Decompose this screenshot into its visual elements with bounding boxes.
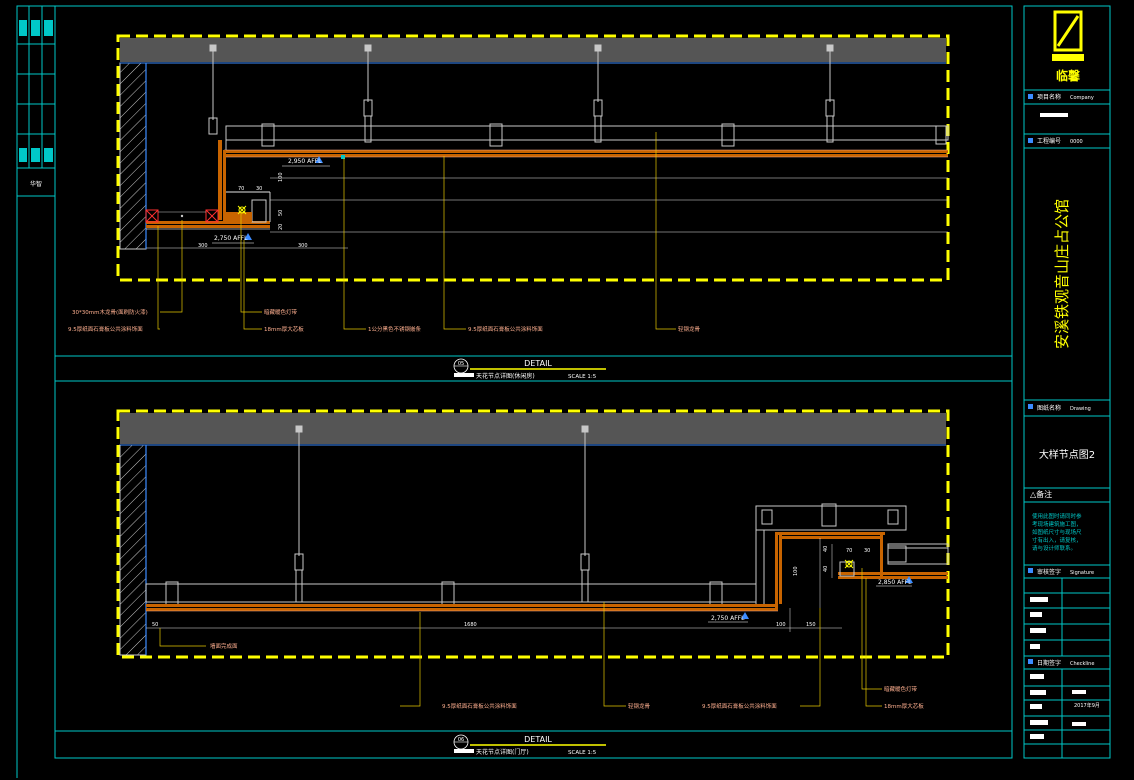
company-tag: Company <box>1070 95 1094 101</box>
detail-scale: SCALE 1:5 <box>568 374 597 380</box>
detail-bottom-levels: 2,850 AFFL 2,750 AFFL <box>708 576 913 623</box>
dim: 40 <box>823 566 829 572</box>
callout: 轻钢龙骨 <box>628 702 651 710</box>
dim: 20 <box>278 224 284 230</box>
detail-scale: SCALE 1:5 <box>568 750 597 756</box>
detail-top-hangers <box>208 44 835 143</box>
detail-bottom-slab <box>120 413 946 444</box>
sig2-tag: Checkline <box>1070 661 1094 667</box>
dim: 150 <box>806 622 816 628</box>
dim: 30 <box>256 186 262 192</box>
detail-number: 05 <box>458 361 464 367</box>
detail-bottom-hangers <box>294 425 590 603</box>
level-upper: 2,950 AFFL <box>288 158 322 165</box>
sidebar-logo-text: 华智 <box>30 180 42 188</box>
callout: 9.5厚纸面石膏板公共涂料饰面 <box>442 702 517 710</box>
left-strip <box>16 5 56 778</box>
detail-title: 天花节点详图(休闲房) <box>476 372 535 380</box>
detail-top-timber <box>145 209 219 223</box>
detail-bottom-boundary <box>116 409 950 659</box>
company-label: 项目名称 <box>1037 93 1061 101</box>
detail-top-dimensions: 70 30 100 50 20 300 300 <box>198 172 308 249</box>
notes-line: 请与设计师联系。 <box>1032 544 1076 552</box>
dim: 300 <box>298 243 308 249</box>
brand-logo <box>1052 10 1084 61</box>
date-value: 2017年9月 <box>1074 702 1100 709</box>
notes-text: 使用此图时请同时参 考现场建筑施工图， 如图纸尺寸与现场尺 寸有出入，请复核， … <box>1032 512 1082 552</box>
detail-bottom-title: 06 DETAIL 天花节点详图(门厅) SCALE 1:5 <box>453 734 606 756</box>
dim: 50 <box>152 622 158 628</box>
callout: 1公分黑色不锈钢嵌条 <box>368 325 421 333</box>
project-name: 安溪铁观音山庄占公馆 <box>1053 199 1071 349</box>
detail-top-light-trough <box>226 191 271 223</box>
detail-top: 2,950 AFFL 2,750 AFFL 70 30 100 50 20 30… <box>68 34 950 380</box>
main-frame <box>54 5 1111 759</box>
dim: 70 <box>846 548 852 554</box>
detail-word: DETAIL <box>524 735 552 744</box>
callout: 30*30mm木龙骨(面刷防火漆) <box>72 308 148 316</box>
detail-bottom-leaders <box>159 568 882 707</box>
level-lower: 2,750 AFFL <box>214 235 248 242</box>
dim: 40 <box>823 546 829 552</box>
contract-label: 工程编号 <box>1037 137 1061 145</box>
notes-line: 寸有出入，请复核， <box>1032 536 1082 544</box>
callout: 9.5厚纸面石膏板公共涂料饰面 <box>68 325 143 333</box>
detail-bottom-wall <box>119 444 147 656</box>
dim: 100 <box>776 622 786 628</box>
drawing-tag: Drawing <box>1070 406 1091 412</box>
detail-bottom-bulkhead <box>755 503 949 604</box>
detail-top-leaders <box>157 132 676 330</box>
left-strip-cells <box>19 20 53 162</box>
callout: 暗藏暖色灯带 <box>264 308 298 316</box>
callout: 18mm厚大芯板 <box>884 702 924 710</box>
detail-top-extension-lines <box>146 177 948 249</box>
brand-name: 临馨 <box>1056 68 1081 83</box>
sig2-label: 日期签字 <box>1037 659 1061 667</box>
detail-top-callouts: 30*30mm木龙骨(面刷防火漆) 9.5厚纸面石膏板公共涂料饰面 暗藏暖色灯带… <box>68 308 701 333</box>
dim: 1680 <box>464 622 477 628</box>
dim: 300 <box>198 243 208 249</box>
dim: 50 <box>278 210 284 216</box>
detail-top-boundary <box>116 34 950 282</box>
notes-line: 如图纸尺寸与现场尺 <box>1032 528 1082 536</box>
detail-bottom-callouts: 墙面完成面 9.5厚纸面石膏板公共涂料饰面 轻钢龙骨 9.5厚纸面石膏板公共涂料… <box>210 642 924 710</box>
sig2-marks <box>1030 674 1086 739</box>
dim: 30 <box>864 548 870 554</box>
detail-top-runner <box>225 123 949 150</box>
level-right: 2,850 AFFL <box>878 579 912 586</box>
level-mid: 2,750 AFFL <box>711 615 745 622</box>
sign-label: 审核签字 <box>1037 568 1061 576</box>
notes-line: 使用此图时请同时参 <box>1032 512 1082 520</box>
notes-heading: △备注 <box>1030 489 1052 499</box>
contract-tag: 0000 <box>1070 139 1083 145</box>
detail-word: DETAIL <box>524 359 552 368</box>
detail-title: 天花节点详图(门厅) <box>476 748 529 756</box>
detail-top-levels: 2,950 AFFL 2,750 AFFL <box>212 155 345 244</box>
detail-bottom: 2,850 AFFL 2,750 AFFL 50 1680 100 150 40… <box>116 409 950 756</box>
callout: 9.5厚纸面石膏板公共涂料饰面 <box>468 325 543 333</box>
callout: 轻钢龙骨 <box>678 325 701 333</box>
callout: 暗藏暖色灯带 <box>884 685 918 693</box>
dim: 100 <box>793 566 799 576</box>
detail-top-slab <box>120 38 946 62</box>
detail-top-title: 05 DETAIL 天花节点详图(休闲房) SCALE 1:5 <box>453 358 606 380</box>
sign-tag: Signature <box>1070 570 1094 576</box>
dim: 70 <box>238 186 244 192</box>
callout: 墙面完成面 <box>210 642 238 650</box>
detail-bottom-boards <box>146 532 948 612</box>
detail-number: 06 <box>458 737 464 743</box>
callout: 18mm厚大芯板 <box>264 325 304 333</box>
dim: 100 <box>278 172 284 182</box>
title-block: 临馨 项目名称 C <box>1024 10 1110 758</box>
detail-bottom-dimensions: 50 1680 100 150 40 70 30 100 40 <box>152 546 870 628</box>
drawing-label: 图纸名称 <box>1037 404 1061 412</box>
detail-bottom-runner <box>145 581 757 607</box>
drawing-title: 大样节点图2 <box>1039 448 1095 461</box>
detail-top-wall <box>119 62 147 250</box>
detail-bottom-extension-lines <box>146 538 842 632</box>
callout: 9.5厚纸面石膏板公共涂料饰面 <box>702 702 777 710</box>
sign-marks <box>1030 597 1048 649</box>
notes-line: 考现场建筑施工图， <box>1032 520 1082 528</box>
